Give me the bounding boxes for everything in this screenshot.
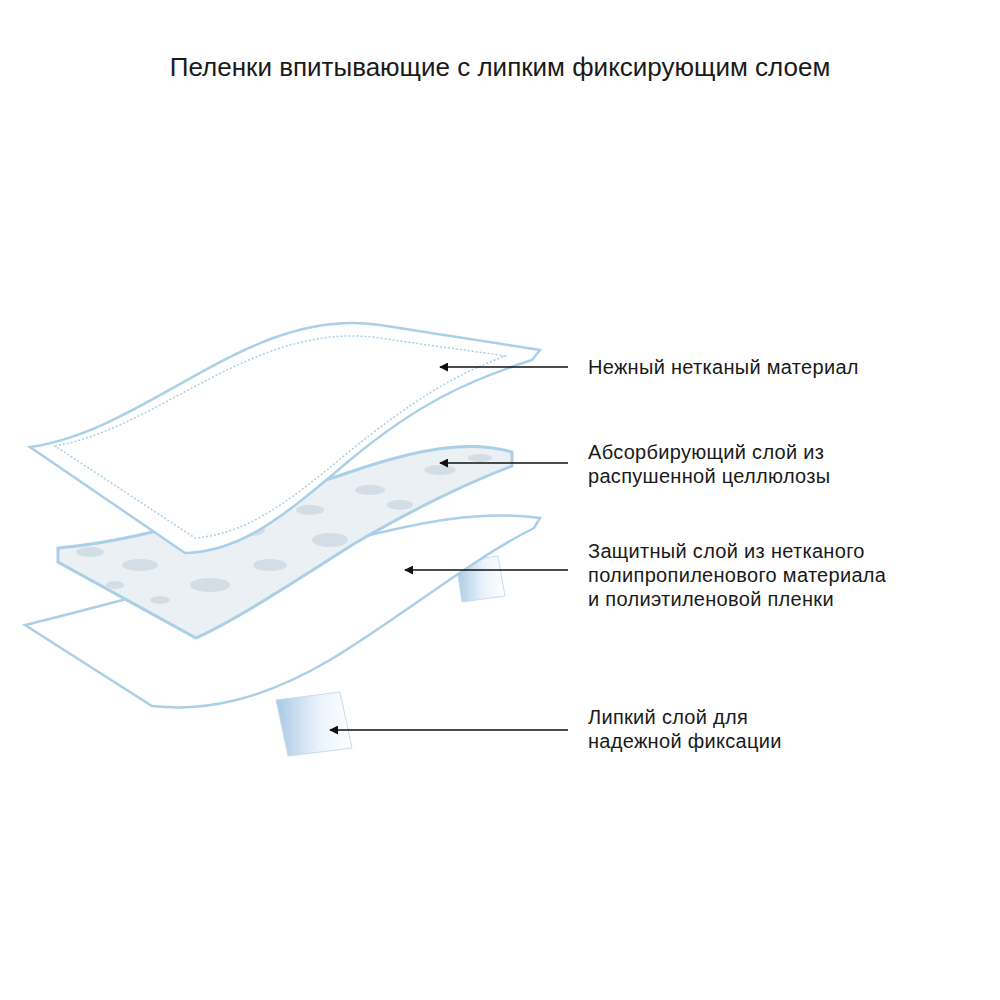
fiber xyxy=(253,559,287,571)
leader-arrow xyxy=(440,366,568,368)
leader-arrow xyxy=(440,462,568,464)
fiber xyxy=(122,559,158,571)
nonwoven-sheet xyxy=(30,323,540,553)
leader-arrow xyxy=(330,729,568,731)
part-label: Абсорбирующий слой из распушенной целлюл… xyxy=(588,440,888,488)
leader-arrow xyxy=(405,569,568,571)
fiber xyxy=(76,547,104,557)
fiber xyxy=(150,596,170,604)
fiber xyxy=(424,465,456,475)
fiber xyxy=(296,505,324,515)
fiber xyxy=(387,500,413,510)
seam-stitch xyxy=(55,336,505,538)
fiber xyxy=(312,533,348,547)
fiber xyxy=(468,454,492,462)
fiber xyxy=(106,581,124,589)
adhesive-tape xyxy=(276,692,352,756)
fiber xyxy=(355,485,385,495)
part-label: Липкий слой для надежной фиксации xyxy=(588,705,838,753)
part-label: Защитный слой из нетканого полипропилено… xyxy=(588,539,888,611)
diagram-title: Пеленки впитывающие с липким фиксирующим… xyxy=(40,52,960,83)
fiber xyxy=(190,578,230,592)
part-label: Нежный нетканый материал xyxy=(588,355,948,379)
nonwoven-layer xyxy=(30,323,540,553)
